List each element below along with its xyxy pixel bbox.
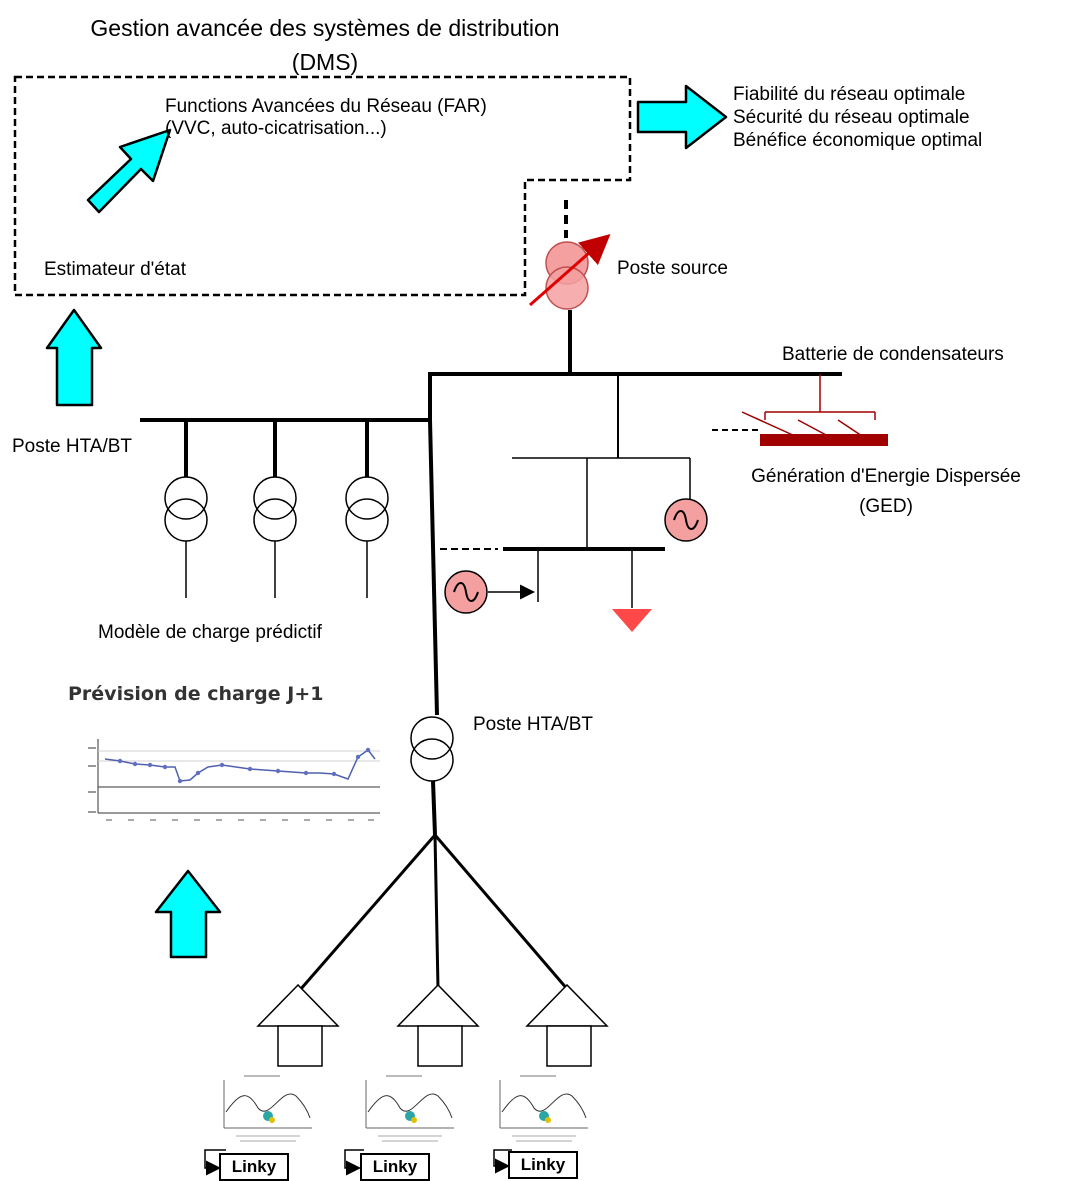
poste-hta-bt-center-label: Poste HTA/BT — [473, 714, 594, 735]
diagram-title-line1: Gestion avancée des systèmes de distribu… — [90, 15, 560, 41]
house-right — [525, 983, 609, 1067]
outcome-arrow — [636, 84, 728, 150]
poste-hta-bt-left-label: Poste HTA/BT — [12, 436, 133, 457]
forecast-chart — [88, 739, 380, 821]
estimator-up-arrow — [45, 308, 103, 407]
linky-meter-left: Linky — [219, 1153, 289, 1181]
forecast-up-arrow — [154, 869, 222, 959]
outcome-reliability: Fiabilité du réseau optimale — [733, 84, 966, 105]
diagram-title-line2: (DMS) — [291, 49, 359, 75]
estimator-label: Estimateur d'état — [44, 259, 186, 280]
source-transformer-bottom — [545, 266, 589, 310]
ged-label: Génération d'Energie Dispersée — [751, 466, 1021, 487]
far-label: Functions Avancées du Réseau (FAR) — [165, 96, 487, 117]
ground-symbol — [612, 609, 652, 632]
mini-chart-left — [223, 1075, 312, 1142]
forecast-title: Prévision de charge J+1 — [68, 683, 324, 705]
outcome-security: Sécurité du réseau optimale — [733, 107, 970, 128]
modele-charge-label: Modèle de charge prédictif — [98, 622, 322, 643]
source-regulation-arrow — [529, 234, 611, 307]
house-left — [256, 983, 340, 1067]
left-transformers — [164, 476, 389, 542]
linky-meter-right: Linky — [508, 1151, 578, 1179]
house-center — [396, 983, 480, 1067]
dms-boundary — [13, 75, 632, 297]
linky-meter-center: Linky — [360, 1153, 430, 1181]
poste-source-label: Poste source — [617, 258, 728, 279]
far-sublabel: (VVC, auto-cicatrisation...) — [165, 118, 387, 139]
mini-chart-center — [365, 1075, 454, 1142]
forecast-series — [104, 748, 376, 782]
ged-abbrev: (GED) — [859, 496, 913, 517]
batterie-label: Batterie de condensateurs — [782, 344, 1004, 365]
outcome-economic: Bénéfice économique optimal — [733, 130, 983, 151]
main-feeder — [428, 419, 439, 716]
mini-chart-right — [499, 1075, 588, 1142]
capacitor-bar — [760, 434, 888, 446]
diagonal-arrow — [86, 128, 172, 214]
